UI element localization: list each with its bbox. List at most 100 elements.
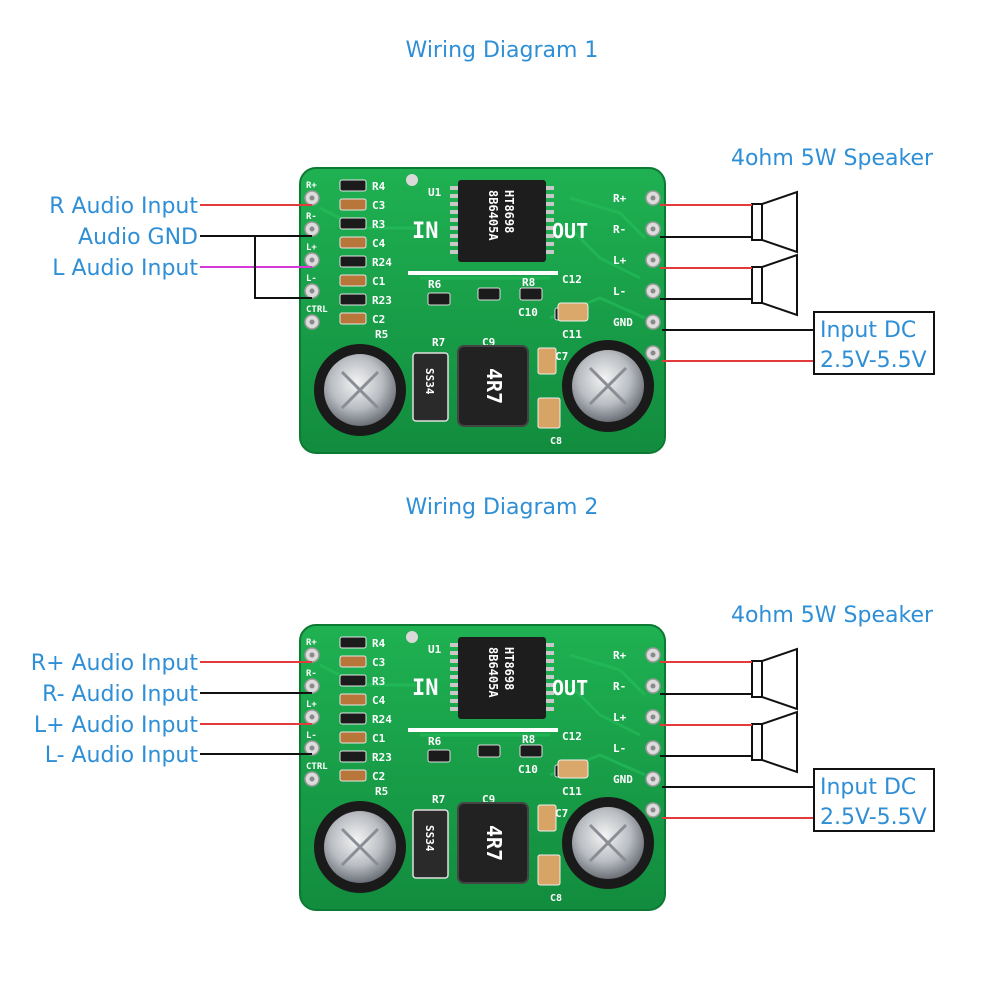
r-minus-audio-input-label: R- Audio Input bbox=[42, 682, 198, 707]
smd-component bbox=[427, 749, 451, 763]
smd-component bbox=[339, 731, 367, 744]
component-label: R24 bbox=[372, 713, 392, 726]
audio-gnd-label: Audio GND bbox=[78, 225, 198, 250]
speaker-cone bbox=[761, 190, 798, 254]
component-label: C4 bbox=[372, 237, 386, 250]
left-pin-label: L- bbox=[306, 731, 317, 741]
chip-pin bbox=[450, 218, 458, 222]
component-label: R6 bbox=[428, 735, 442, 748]
smd-component bbox=[339, 655, 367, 668]
chip-pin bbox=[450, 234, 458, 238]
inductor-marking: 4R7 bbox=[482, 825, 506, 861]
component-label: C1 bbox=[372, 275, 386, 288]
left-pin-label: CTRL bbox=[306, 305, 328, 315]
speaker-label: 4ohm 5W Speaker bbox=[731, 146, 934, 171]
right-pin-label: R- bbox=[613, 680, 626, 693]
smd-component bbox=[339, 293, 367, 306]
chip-pin bbox=[450, 194, 458, 198]
speaker-label: 4ohm 5W Speaker bbox=[731, 603, 934, 628]
speaker-icon bbox=[751, 190, 798, 254]
chip-pin bbox=[546, 234, 554, 238]
component-label: C7 bbox=[555, 350, 568, 363]
chip-pin bbox=[450, 202, 458, 206]
chip-pin bbox=[546, 242, 554, 246]
component-label: R6 bbox=[428, 278, 442, 291]
dc-voltage-label: 2.5V-5.5V bbox=[820, 805, 927, 830]
chip-ref-label: U1 bbox=[428, 643, 442, 656]
smd-capacitor bbox=[537, 397, 561, 429]
schottky-diode bbox=[412, 352, 449, 422]
divider-line bbox=[408, 728, 558, 732]
mounting-hole bbox=[406, 631, 418, 643]
component-label: C11 bbox=[562, 785, 582, 798]
diode-text: SS34 bbox=[423, 825, 436, 852]
left-pad-hole bbox=[309, 319, 315, 325]
right-pin-label: L+ bbox=[613, 711, 627, 724]
dc-input-label: Input DC bbox=[820, 775, 916, 800]
component-label: C10 bbox=[518, 306, 538, 319]
component-label: R5 bbox=[375, 328, 388, 341]
mounting-hole bbox=[406, 174, 418, 186]
amplifier-board: R+R-L+L-CTRLR+R-L+L-GNDVCCR4C3R3C4R24C1R… bbox=[299, 624, 666, 911]
right-pad-hole bbox=[650, 714, 656, 720]
right-pad-hole bbox=[650, 319, 656, 325]
left-pin-label: R+ bbox=[306, 181, 317, 191]
right-pad-hole bbox=[650, 350, 656, 356]
right-pin-label: L+ bbox=[613, 254, 627, 267]
smd-component bbox=[477, 287, 501, 301]
component-label: C3 bbox=[372, 656, 385, 669]
component-label: R23 bbox=[372, 294, 392, 307]
inductor-text: 4R7 bbox=[482, 368, 506, 404]
component-label: C2 bbox=[372, 770, 385, 783]
chip-pin bbox=[450, 659, 458, 663]
dc-input-box bbox=[813, 311, 935, 375]
speaker-magnet bbox=[751, 723, 763, 761]
left-pad-hole bbox=[309, 195, 315, 201]
out-label: OUT bbox=[552, 219, 588, 243]
chip-pin bbox=[450, 250, 458, 254]
capacitor-vent bbox=[588, 366, 628, 406]
chip-pin bbox=[450, 667, 458, 671]
component-label: C1 bbox=[372, 732, 386, 745]
dc-input-label: Input DC bbox=[820, 318, 916, 343]
amplifier-board: R+R-L+L-CTRLR+R-L+L-GNDVCCR4C3R3C4R24C1R… bbox=[299, 167, 666, 454]
chip-pin bbox=[546, 202, 554, 206]
smd-component bbox=[339, 179, 367, 192]
right-pin-label: R+ bbox=[613, 192, 627, 205]
chip-pin bbox=[546, 226, 554, 230]
trace bbox=[569, 196, 647, 240]
smd-component bbox=[339, 236, 367, 249]
diode-marking: SS34 bbox=[423, 368, 436, 395]
left-pin-label: R- bbox=[306, 212, 317, 222]
right-pin-label: R- bbox=[613, 223, 626, 236]
right-pad-hole bbox=[650, 745, 656, 751]
trace bbox=[568, 226, 641, 280]
l-plus-audio-input-label: L+ Audio Input bbox=[34, 713, 199, 738]
wiring-diagram-2: Wiring Diagram 2R+R-L+L-CTRLR+R-L+L-GNDV… bbox=[31, 495, 935, 911]
smd-component bbox=[339, 750, 367, 763]
wiring-diagram-1: Wiring Diagram 1R+R-L+L-CTRLR+R-L+L-GNDV… bbox=[49, 38, 935, 454]
in-label: IN bbox=[412, 219, 439, 244]
chip-pin bbox=[546, 675, 554, 679]
trace bbox=[569, 653, 647, 697]
left-pad-hole bbox=[309, 652, 315, 658]
smd-component bbox=[339, 712, 367, 725]
chip-batch-text: 8B6405A bbox=[486, 647, 500, 698]
right-pin-label: R+ bbox=[613, 649, 627, 662]
chip-pin bbox=[450, 691, 458, 695]
capacitor-vent bbox=[588, 823, 628, 863]
chip-pin bbox=[546, 643, 554, 647]
diode-text: SS34 bbox=[423, 368, 436, 395]
speaker-icon bbox=[751, 647, 798, 711]
component-label: C8 bbox=[550, 436, 562, 447]
chip-pin bbox=[546, 659, 554, 663]
smd-capacitor bbox=[537, 854, 561, 886]
speaker-icon bbox=[751, 710, 798, 774]
chip-batch-text: 8B6405A bbox=[486, 190, 500, 241]
component-label: C10 bbox=[518, 763, 538, 776]
speaker-magnet bbox=[751, 266, 763, 304]
inductor-marking: 4R7 bbox=[482, 368, 506, 404]
chip-ref-label: U1 bbox=[428, 186, 442, 199]
component-label: R24 bbox=[372, 256, 392, 269]
